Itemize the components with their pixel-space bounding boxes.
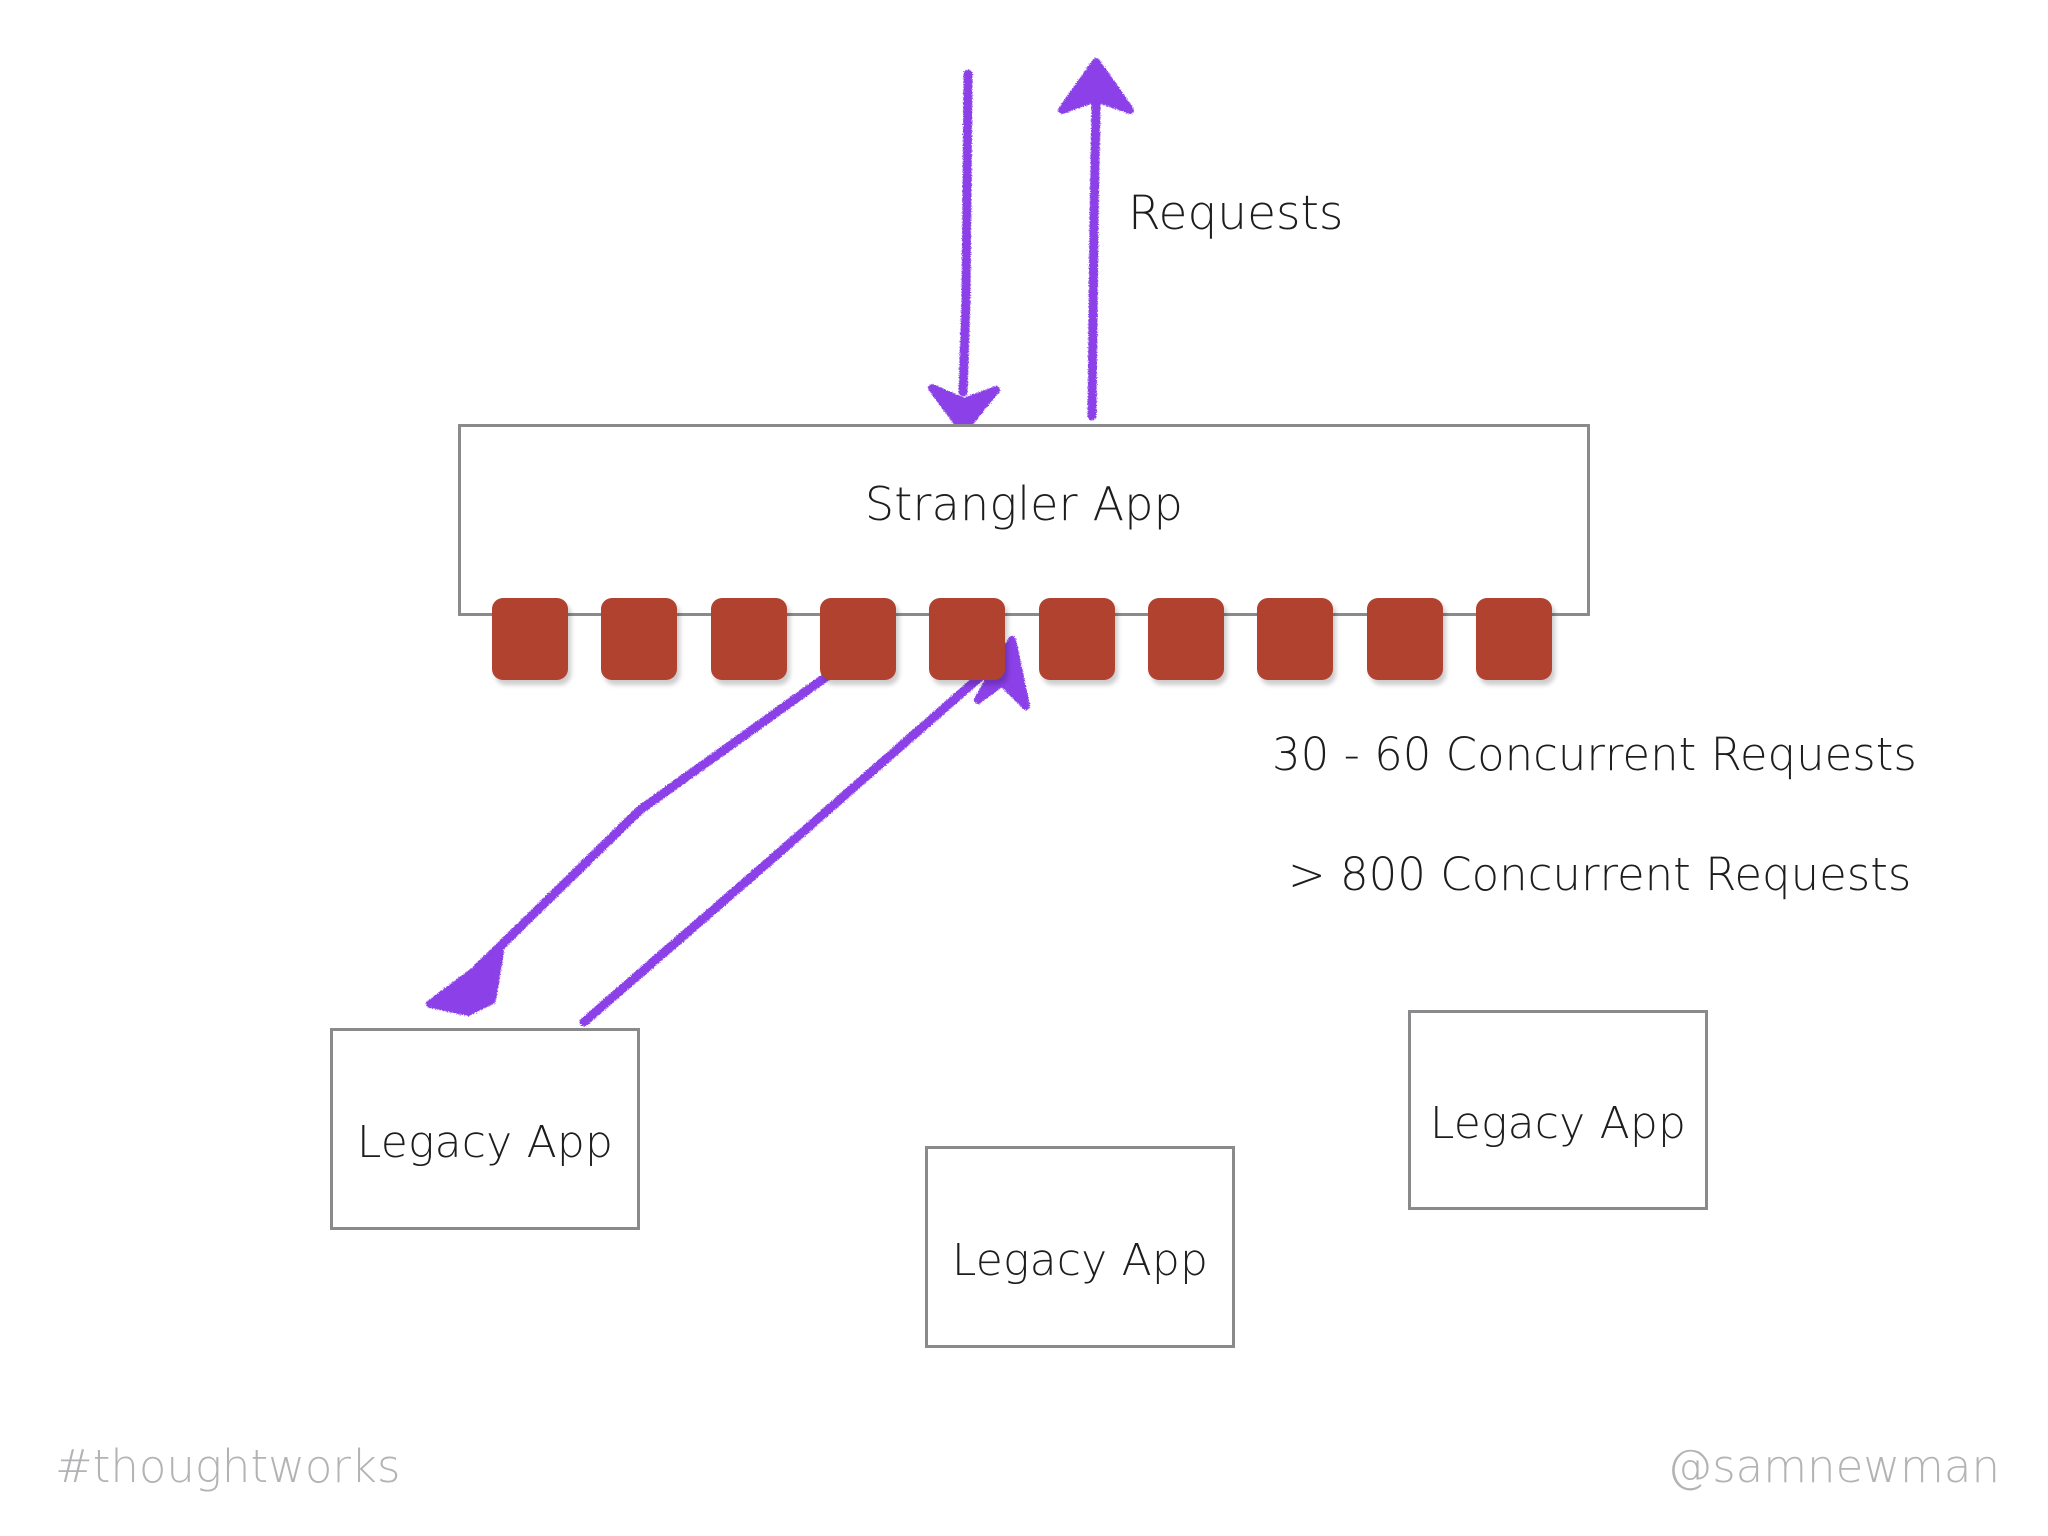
legacy-app-box-middle[interactable]: Legacy App xyxy=(925,1146,1235,1348)
legacy-app-box-left[interactable]: Legacy App xyxy=(330,1028,640,1230)
footer-handle: @samnewman xyxy=(1667,1440,2000,1493)
service-instance[interactable] xyxy=(1366,598,1443,680)
service-instance-row xyxy=(492,598,1552,682)
service-instance[interactable] xyxy=(1257,598,1334,680)
service-instance[interactable] xyxy=(929,598,1006,680)
arrow-outbound-requests xyxy=(1058,58,1134,421)
service-instance[interactable] xyxy=(819,598,896,680)
service-instance[interactable] xyxy=(1038,598,1115,680)
requests-annotation: Requests xyxy=(1128,186,1344,241)
concurrent-requests-high-annotation: > 800 Concurrent Requests xyxy=(1288,848,1912,901)
arrow-from-legacy xyxy=(579,636,1030,1027)
service-instance[interactable] xyxy=(1147,598,1224,680)
arrow-to-legacy xyxy=(426,667,838,1016)
service-instance[interactable] xyxy=(710,598,787,680)
legacy-app-label: Legacy App xyxy=(356,1117,614,1168)
legacy-app-label: Legacy App xyxy=(951,1235,1209,1286)
legacy-app-label: Legacy App xyxy=(1429,1098,1687,1149)
strangler-app-box[interactable]: Strangler App xyxy=(458,424,1590,616)
concurrent-requests-low-annotation: 30 - 60 Concurrent Requests xyxy=(1272,728,1917,781)
arrow-inbound-requests xyxy=(928,69,1000,434)
service-instance[interactable] xyxy=(601,598,678,680)
legacy-app-box-right[interactable]: Legacy App xyxy=(1408,1010,1708,1210)
service-instance[interactable] xyxy=(492,598,568,680)
service-instance[interactable] xyxy=(1475,598,1552,680)
strangler-app-label: Strangler App xyxy=(864,477,1184,531)
footer-hashtag: #thoughtworks xyxy=(55,1440,401,1493)
